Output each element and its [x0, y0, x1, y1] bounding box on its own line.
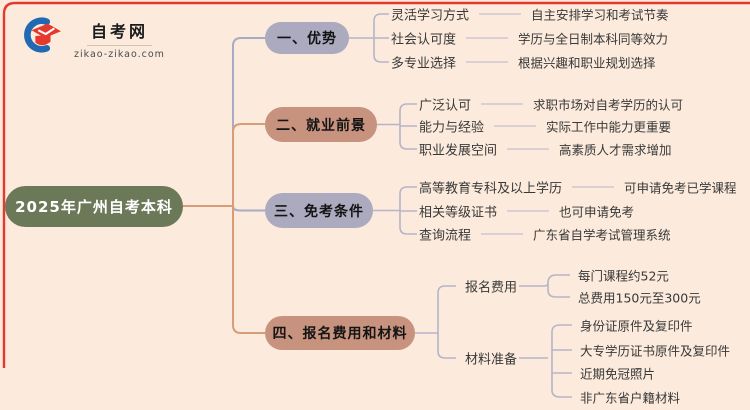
leaf-connector-line [507, 148, 550, 150]
mindmap-row: 高等教育专科及以上学历 可申请免考已学课程 [419, 178, 737, 197]
branch-node-exemption[interactable]: 三、免考条件 [265, 193, 373, 228]
mindmap-row: 职业发展空间 高素质人才需求增加 [419, 140, 672, 159]
mindmap-row: 能力与经验 实际工作中能力更重要 [419, 117, 671, 136]
leaf-node[interactable]: 学历与全日制本科同等效力 [518, 31, 669, 47]
sub-node[interactable]: 广泛认可 [419, 98, 472, 114]
leaf-node[interactable]: 自主安排学习和考试节奏 [531, 7, 669, 23]
leaf-connector-line [481, 233, 524, 235]
mindmap-row: 广泛认可 求职市场对自考学历的认可 [419, 95, 683, 114]
edge-branch-2 [232, 123, 265, 206]
sub-node-fees[interactable]: 报名费用 [465, 280, 518, 296]
bracket-branch-3 [373, 186, 417, 235]
leaf-node[interactable]: 广东省自学考试管理系统 [533, 227, 671, 243]
mindmap-row: 多专业选择 根据兴趣和职业规划选择 [391, 53, 656, 72]
root-node[interactable]: 2025年广州自考本科 [5, 186, 183, 227]
site-logo[interactable]: 自考网 zikao-zikao.com [20, 16, 165, 60]
logo-title: 自考网 [86, 16, 152, 46]
leaf-node[interactable]: 每门课程约52元 [578, 268, 669, 284]
edge-branch-3 [232, 205, 265, 212]
leaf-node[interactable]: 高素质人才需求增加 [559, 142, 672, 158]
leaf-node[interactable]: 求职市场对自考学历的认可 [533, 97, 684, 113]
leaf-connector-line [479, 13, 522, 15]
branch-node-advantages[interactable]: 一、优势 [265, 22, 349, 54]
sub-node[interactable]: 社会认可度 [391, 32, 457, 48]
leaf-node[interactable]: 身份证原件及复印件 [580, 318, 693, 334]
bracket-materials [519, 324, 572, 398]
sub-node-materials[interactable]: 材料准备 [465, 352, 518, 368]
sub-node[interactable]: 灵活学习方式 [391, 8, 470, 24]
sub-node[interactable]: 相关等级证书 [419, 205, 498, 221]
sub-node[interactable]: 高等教育专科及以上学历 [419, 181, 563, 197]
mindmap-row: 社会认可度 学历与全日制本科同等效力 [391, 29, 668, 48]
leaf-connector-line [466, 37, 509, 39]
mindmap-row: 灵活学习方式 自主安排学习和考试节奏 [391, 5, 669, 24]
leaf-node[interactable]: 非广东省户籍材料 [580, 390, 681, 406]
leaf-node[interactable]: 总费用150元至300元 [578, 290, 701, 306]
leaf-connector-line [466, 61, 509, 63]
leaf-connector-line [481, 103, 524, 105]
sub-node[interactable]: 查询流程 [419, 228, 472, 244]
sub-node[interactable]: 职业发展空间 [419, 143, 498, 159]
leaf-node[interactable]: 也可申请免考 [559, 204, 635, 220]
sub-node[interactable]: 能力与经验 [419, 120, 485, 136]
leaf-connector-line [494, 125, 537, 127]
bracket-fees [519, 274, 570, 298]
leaf-connector-line [507, 210, 550, 212]
branch-node-employment[interactable]: 二、就业前景 [265, 107, 377, 142]
sub-node[interactable]: 多专业选择 [391, 56, 457, 72]
mindmap-row: 查询流程 广东省自学考试管理系统 [419, 225, 671, 244]
logo-domain: zikao-zikao.com [74, 49, 165, 60]
bracket-branch-2 [377, 103, 417, 150]
graduation-cap-icon [24, 17, 61, 53]
leaf-node[interactable]: 大专学历证书原件及复印件 [580, 343, 731, 359]
leaf-node[interactable]: 实际工作中能力更重要 [546, 119, 672, 135]
edge-branch-1 [232, 37, 265, 206]
branch-node-fees-materials[interactable]: 四、报名费用和材料 [265, 316, 415, 350]
mindmap-row: 相关等级证书 也可申请免考 [419, 202, 634, 221]
edge-branch-4 [232, 206, 265, 334]
leaf-node[interactable]: 根据兴趣和职业规划选择 [518, 55, 656, 71]
leaf-node[interactable]: 可申请免考已学课程 [624, 180, 737, 196]
leaf-node[interactable]: 近期免冠照片 [580, 366, 656, 382]
bracket-branch-4 [415, 285, 456, 359]
leaf-connector-line [572, 186, 615, 188]
bracket-branch-1 [349, 13, 389, 63]
